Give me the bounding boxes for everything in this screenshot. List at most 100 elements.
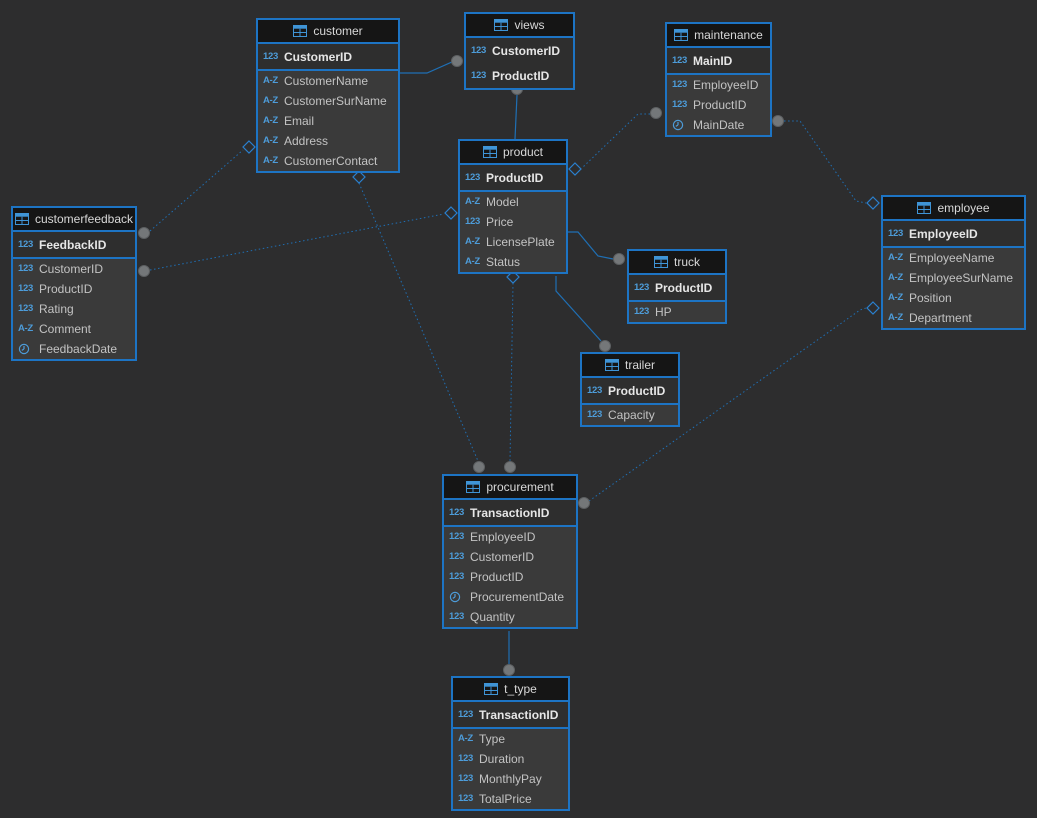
text-icon: A-Z <box>888 252 903 264</box>
entity-header[interactable]: t_type <box>453 678 568 702</box>
table-icon <box>494 19 509 31</box>
cardinality-diamond-marker <box>568 162 582 176</box>
entity-header[interactable]: procurement <box>444 476 576 500</box>
table-name-label: views <box>514 18 545 32</box>
entity-header[interactable]: truck <box>629 251 725 275</box>
text-icon: A-Z <box>263 155 278 167</box>
cardinality-circle-marker <box>138 227 150 239</box>
table-name-label: maintenance <box>694 28 763 42</box>
cardinality-circle-marker <box>650 107 662 119</box>
column-name-label: CustomerID <box>39 262 104 276</box>
relationship-line-views-product[interactable] <box>514 94 518 140</box>
relationship-line-product-procurement[interactable] <box>509 282 514 462</box>
entity-header[interactable]: customerfeedback <box>13 208 135 232</box>
column-name-label: ProcurementDate <box>470 590 565 604</box>
entity-header[interactable]: product <box>460 141 566 165</box>
relationship-line-customer-views[interactable] <box>400 60 457 74</box>
number-icon: 123 <box>465 171 480 183</box>
cardinality-circle-marker <box>504 461 516 473</box>
relationship-line-customerfeedback-customer[interactable] <box>149 149 244 232</box>
column-name-label: ProductID <box>608 383 666 398</box>
column-name-label: Rating <box>39 302 74 316</box>
column-row[interactable]: ProcurementDate <box>444 587 576 607</box>
column-name-label: Quantity <box>470 610 515 624</box>
number-icon: 123 <box>449 551 464 563</box>
entity-header[interactable]: employee <box>883 197 1024 221</box>
relationship-line-customerfeedback-product[interactable] <box>149 213 445 271</box>
column-name-label: EmployeeID <box>470 530 536 544</box>
number-icon: 123 <box>458 773 473 785</box>
relationship-line-product-truck[interactable] <box>568 231 614 260</box>
entity-header[interactable]: trailer <box>582 354 678 378</box>
entity-header[interactable]: customer <box>258 20 398 44</box>
relationship-line-maintenance-employee[interactable] <box>784 120 867 204</box>
column-name-label: Type <box>479 732 506 746</box>
entity-header[interactable]: maintenance <box>667 24 770 48</box>
entity-header[interactable]: views <box>466 14 573 38</box>
column-row[interactable]: MainDate <box>667 115 770 135</box>
column-name-label: Address <box>284 134 329 148</box>
relationship-line-product-trailer[interactable] <box>555 276 602 342</box>
relationship-line-maintenance-product[interactable] <box>582 113 650 168</box>
relationship-line-customer-procurement[interactable] <box>358 182 479 462</box>
date-icon <box>672 119 693 131</box>
number-icon: 123 <box>471 44 486 56</box>
column-row[interactable]: FeedbackDate <box>13 339 135 359</box>
